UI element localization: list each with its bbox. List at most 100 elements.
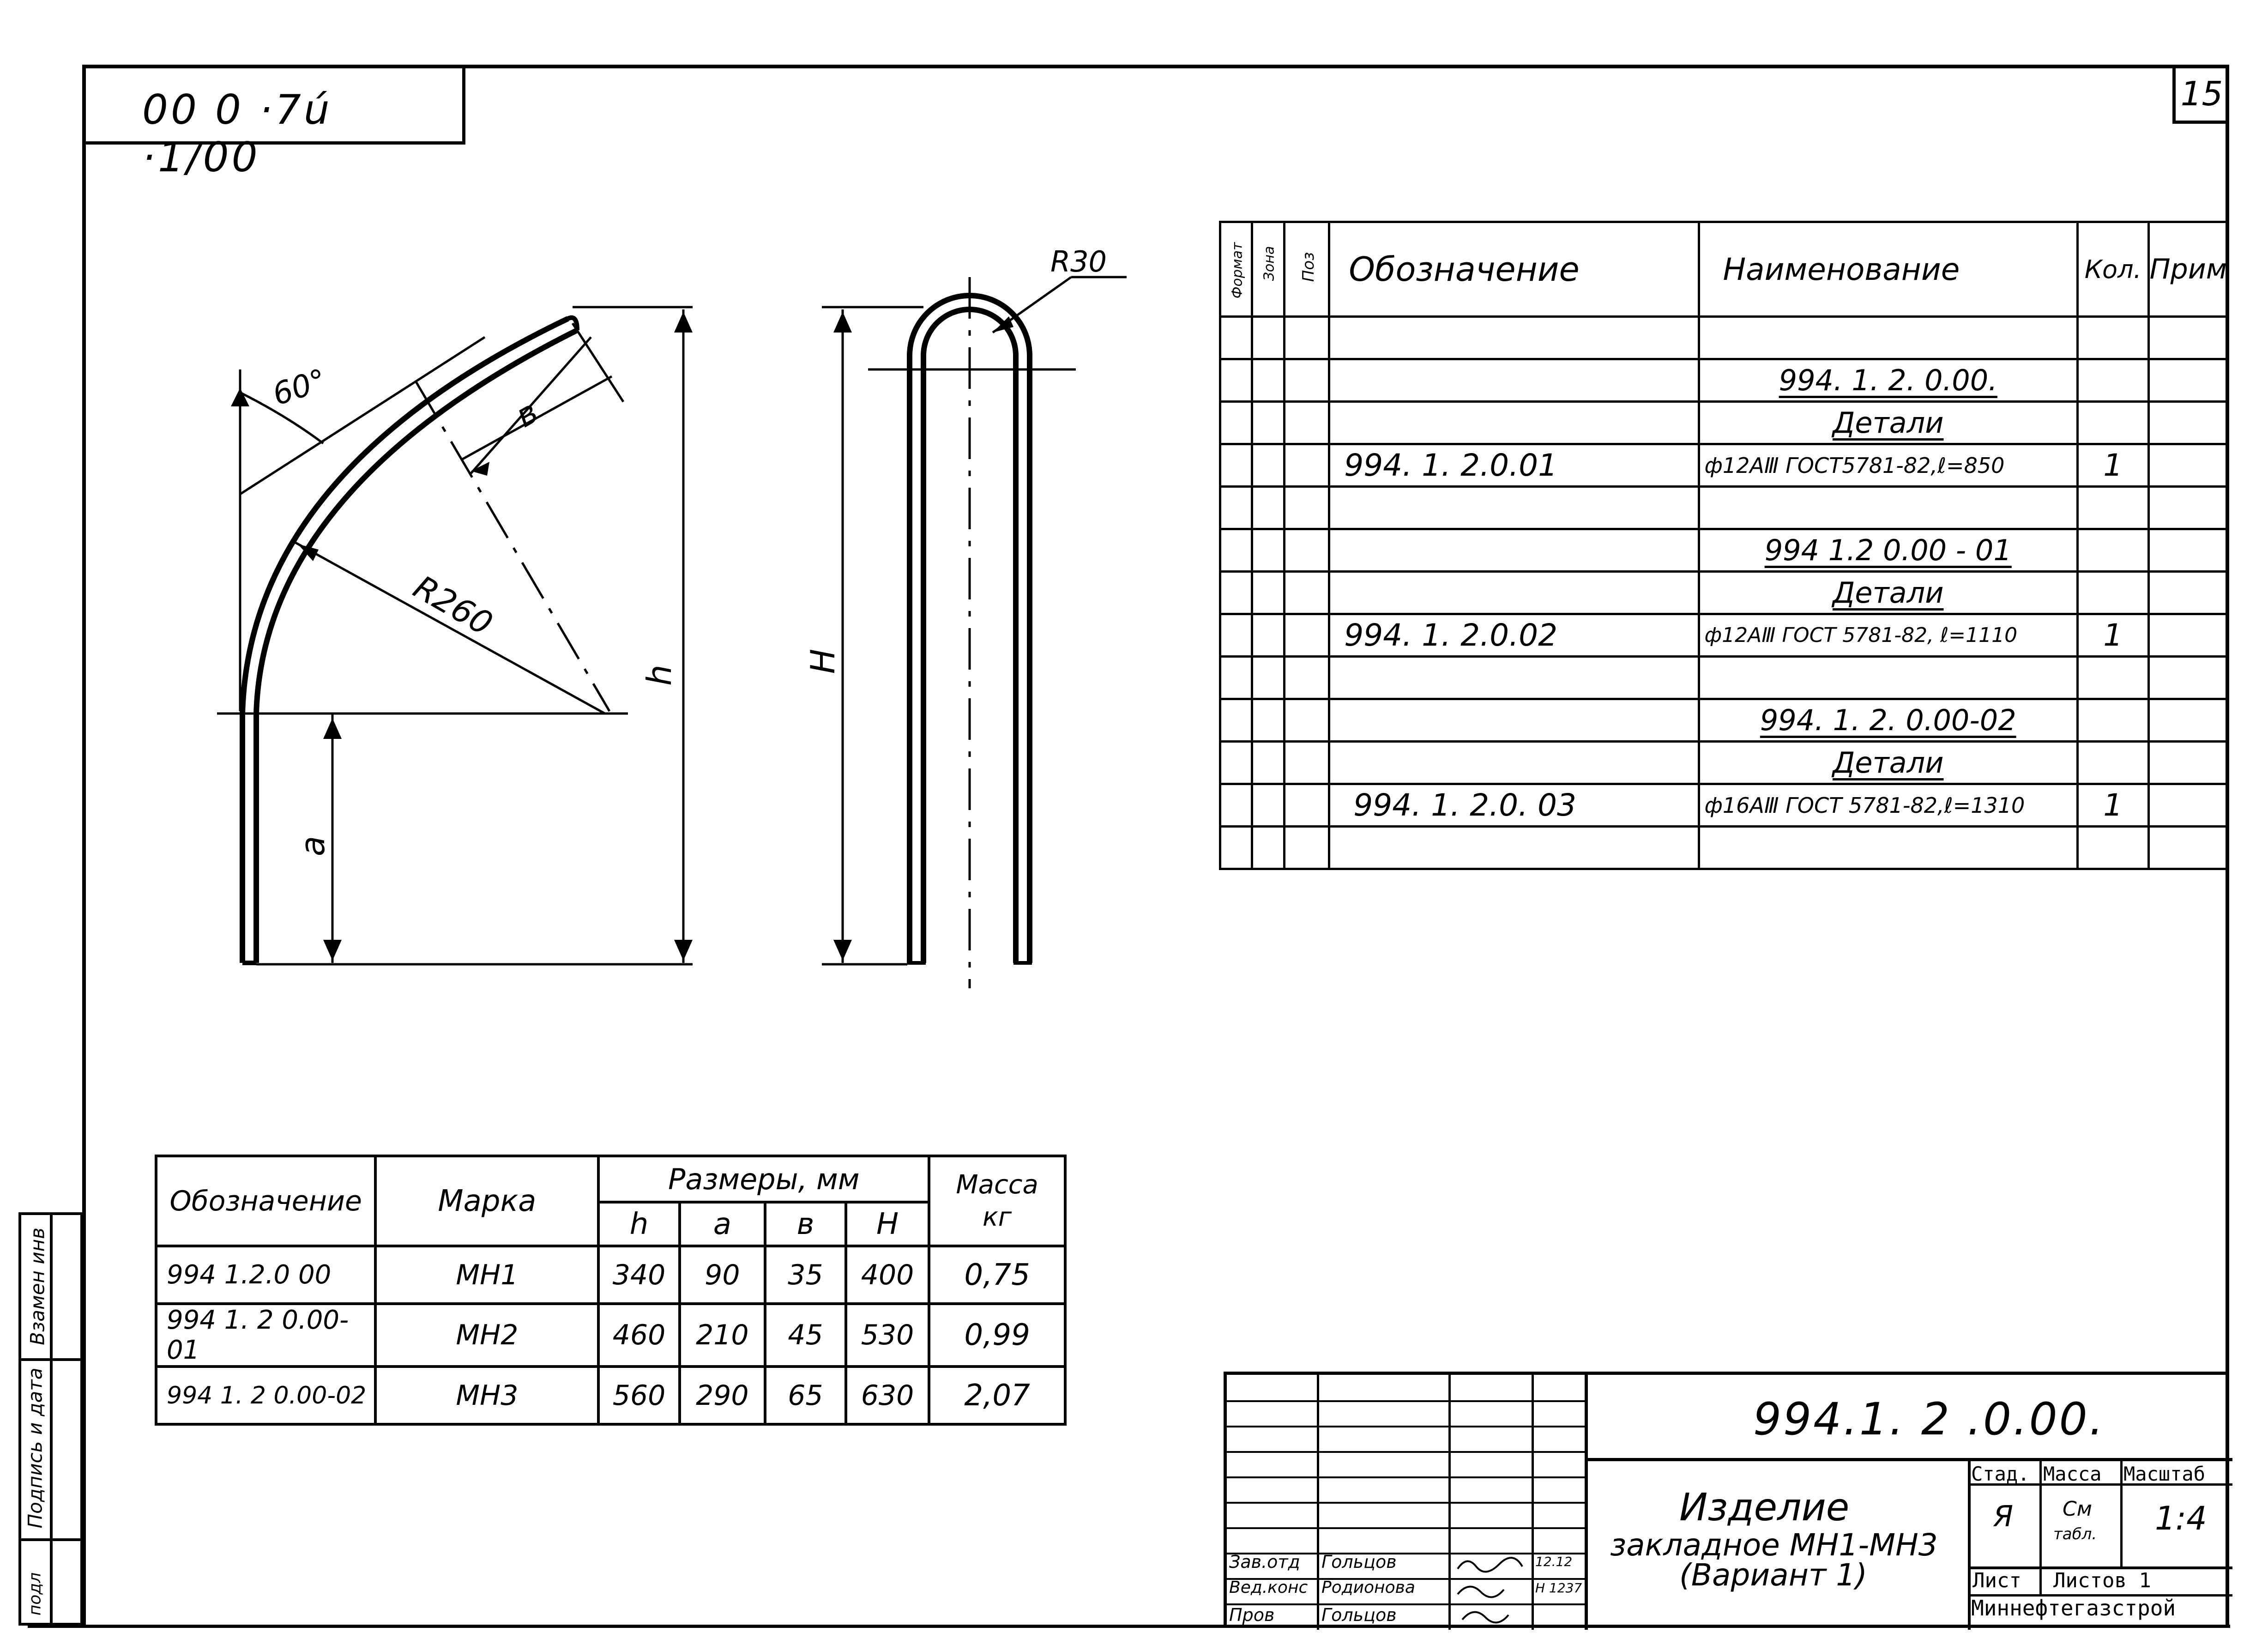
dims-h: 560 bbox=[597, 1365, 681, 1426]
spec-section-2: Детали bbox=[1697, 570, 2079, 615]
spec-row: 994 1.2 0.00 - 01 bbox=[1218, 528, 2230, 573]
dims-subheader-row: h a в H bbox=[156, 1201, 1065, 1247]
signature-marks bbox=[1457, 1557, 1523, 1624]
dims-designation: 994 1. 2 0.00-01 bbox=[154, 1302, 377, 1368]
dims-H: 400 bbox=[844, 1245, 931, 1305]
dims-mark: МН3 bbox=[374, 1365, 600, 1426]
dims-mark: МН1 bbox=[374, 1245, 600, 1305]
spec-name-2: ф12АⅢ ГОСТ 5781-82, ℓ=1110 bbox=[1697, 613, 2079, 658]
spec-qty-3: 1 bbox=[2076, 783, 2150, 828]
spec-h-format: Формат bbox=[1218, 221, 1254, 318]
spec-h-designation: Обозначение bbox=[1328, 221, 1700, 318]
spec-header-row: Формат Зона Поз Обозначение Наименование… bbox=[1218, 221, 2230, 318]
dims-h: 340 bbox=[597, 1245, 681, 1305]
dims-a: 290 bbox=[678, 1365, 766, 1426]
left-bar-outer bbox=[240, 316, 569, 963]
spec-qty-1: 1 bbox=[2076, 443, 2150, 488]
spec-h-note: Прим bbox=[2147, 221, 2230, 318]
dims-h: 460 bbox=[597, 1302, 681, 1368]
dims-H: 630 bbox=[844, 1365, 931, 1426]
spec-table: Формат Зона Поз Обозначение Наименование… bbox=[1218, 221, 2230, 870]
org-name: Миннефтегазстрой bbox=[1971, 1596, 2176, 1621]
spec-row: Детали bbox=[1218, 570, 2230, 615]
sig-name: Гольцов bbox=[1321, 1552, 1397, 1572]
dims-a: 210 bbox=[678, 1302, 766, 1368]
spec-h-zone: Зона bbox=[1251, 221, 1285, 318]
stage-label: Стад. bbox=[1971, 1463, 2030, 1485]
sheet-label: Лист bbox=[1972, 1569, 2021, 1592]
dims-h-h: h bbox=[597, 1201, 681, 1247]
spec-h-pos: Поз bbox=[1283, 221, 1331, 318]
dims-H: 530 bbox=[844, 1302, 931, 1368]
dims-row: 994 1. 2 0.00-01 МН2 460 210 45 530 0,99 bbox=[154, 1302, 1067, 1368]
title-product-line1: Изделие bbox=[1679, 1486, 1850, 1530]
title-product-line2: закладное МН1-МН3 bbox=[1610, 1527, 1938, 1563]
spec-row: 994. 1. 2. 0.00. bbox=[1218, 358, 2230, 403]
spec-row: Детали bbox=[1218, 740, 2230, 785]
dim-a-label: a bbox=[293, 835, 332, 857]
sig-role: Вед.конс bbox=[1229, 1578, 1308, 1597]
sig-role: Зав.отд bbox=[1229, 1552, 1300, 1572]
left-bar-inner bbox=[253, 327, 579, 963]
spec-section-1: Детали bbox=[1697, 400, 2079, 445]
spec-section-3: Детали bbox=[1697, 740, 2079, 785]
dims-h-H: H bbox=[844, 1201, 931, 1247]
dims-a: 90 bbox=[678, 1245, 766, 1305]
mass-label: Масса bbox=[2043, 1463, 2102, 1485]
title-code: 994.1. 2 .0.00. bbox=[1753, 1393, 2105, 1445]
dims-mass: 2,07 bbox=[928, 1365, 1067, 1426]
spec-assembly-1: 994. 1. 2. 0.00. bbox=[1697, 358, 2079, 403]
archive-number: 00 0 ·7ú ·1/00 bbox=[142, 86, 332, 181]
dims-h-a: a bbox=[678, 1201, 766, 1247]
dim-H-label: H bbox=[803, 648, 843, 674]
dims-designation: 994 1. 2 0.00-02 bbox=[154, 1365, 377, 1426]
left-bar-tip bbox=[567, 315, 579, 331]
scale-label: Масштаб bbox=[2123, 1463, 2206, 1485]
sig-name: Родионова bbox=[1321, 1578, 1415, 1597]
spec-h-name: Наименование bbox=[1697, 221, 2079, 318]
dims-mass: 0,75 bbox=[928, 1245, 1067, 1305]
spec-row: 994. 1. 2. 0.00-02 bbox=[1218, 698, 2230, 743]
dims-h-sizes: Размеры, мм bbox=[597, 1155, 931, 1203]
title-product-line3: (Вариант 1) bbox=[1679, 1557, 1868, 1593]
dims-row: 994 1. 2 0.00-02 МН3 560 290 65 630 2,07 bbox=[154, 1365, 1067, 1426]
sheet-number: 15 bbox=[2180, 74, 2223, 113]
spec-h-qty: Кол. bbox=[2076, 221, 2150, 318]
archive-number-box: 00 0 ·7ú ·1/00 bbox=[82, 68, 465, 181]
sig-role: Пров bbox=[1229, 1605, 1275, 1625]
spec-row: Детали bbox=[1218, 400, 2230, 445]
spec-designation-2: 994. 1. 2.0.02 bbox=[1328, 613, 1700, 658]
frame-bottom-line bbox=[28, 1625, 2230, 1628]
title-block: 994.1. 2 .0.00. Изделие закладное МН1-МН… bbox=[1224, 1372, 2232, 1630]
sheets-label: Листов 1 bbox=[2053, 1569, 2151, 1592]
spec-row: 994. 1. 2.0.01 ф12АⅢ ГОСТ5781-82,ℓ=850 1 bbox=[1218, 443, 2230, 488]
dims-b: 65 bbox=[763, 1365, 847, 1426]
dims-designation: 994 1.2.0 00 bbox=[154, 1245, 377, 1305]
spec-assembly-2: 994 1.2 0.00 - 01 bbox=[1697, 528, 2079, 573]
stage-value: Я bbox=[1993, 1500, 2014, 1533]
dims-h-designation: Обозначение bbox=[154, 1155, 377, 1247]
dims-mark: МН2 bbox=[374, 1302, 600, 1368]
sig-name: Гольцов bbox=[1321, 1605, 1397, 1625]
dims-b: 35 bbox=[763, 1245, 847, 1305]
side-stamp: Взамен инв Подпись и дата подл bbox=[18, 1212, 83, 1626]
dims-h-b: в bbox=[763, 1201, 847, 1247]
dim-h-label: h bbox=[639, 665, 679, 686]
sig-date: Н 1237 bbox=[1535, 1580, 1582, 1596]
spec-name-1: ф12АⅢ ГОСТ5781-82,ℓ=850 bbox=[1697, 443, 2079, 488]
spec-row: 994. 1. 2.0. 03 ф16АⅢ ГОСТ 5781-82,ℓ=131… bbox=[1218, 783, 2230, 828]
spec-row: 994. 1. 2.0.02 ф12АⅢ ГОСТ 5781-82, ℓ=111… bbox=[1218, 613, 2230, 658]
mass-value2: табл. bbox=[2053, 1525, 2097, 1543]
spec-designation-1: 994. 1. 2.0.01 bbox=[1328, 443, 1700, 488]
dims-b: 45 bbox=[763, 1302, 847, 1368]
scale-value: 1:4 bbox=[2155, 1500, 2207, 1537]
dims-mass: 0,99 bbox=[928, 1302, 1067, 1368]
dims-h-mark: Марка bbox=[374, 1155, 600, 1247]
dims-row: 994 1.2.0 00 МН1 340 90 35 400 0,75 bbox=[154, 1245, 1067, 1305]
sheet-number-box: 15 bbox=[2172, 68, 2228, 124]
spec-assembly-3: 994. 1. 2. 0.00-02 bbox=[1697, 698, 2079, 743]
sig-date: 12.12 bbox=[1535, 1554, 1573, 1569]
